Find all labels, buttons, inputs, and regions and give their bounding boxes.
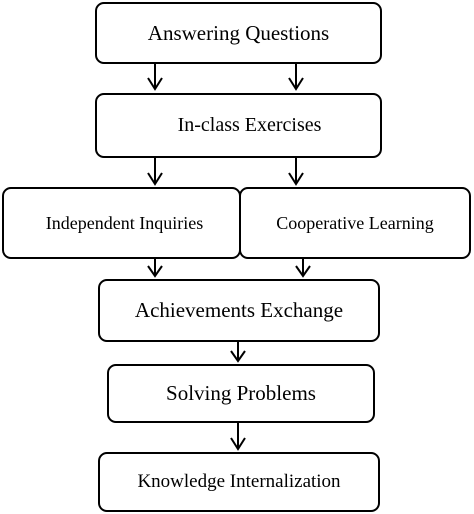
- arrow-inclass-to-cooperative: [288, 158, 304, 186]
- node-label: Cooperative Learning: [276, 212, 434, 233]
- arrow-achievements-to-solving: [230, 342, 246, 363]
- arrow-inclass-to-independent: [147, 158, 163, 186]
- arrow-answering-to-inclass-left: [147, 64, 163, 91]
- node-label: Solving Problems: [166, 381, 316, 405]
- arrow-cooperative-to-achievements: [295, 259, 311, 278]
- node-label: Achievements Exchange: [134, 298, 344, 322]
- node-achievements-exchange: Achievements Exchange: [98, 279, 380, 342]
- node-in-class-exercises: In-class Exercises: [95, 93, 382, 158]
- arrow-solving-to-knowledge: [230, 423, 246, 451]
- arrow-answering-to-inclass-right: [288, 64, 304, 91]
- node-cooperative-learning: Cooperative Learning: [239, 187, 471, 259]
- node-knowledge-internalization: Knowledge Internalization: [98, 452, 380, 512]
- arrow-independent-to-achievements: [147, 259, 163, 278]
- node-label: Answering Questions: [147, 20, 330, 45]
- node-solving-problems: Solving Problems: [107, 364, 375, 423]
- node-label: In-class Exercises: [177, 114, 322, 136]
- node-answering-questions: Answering Questions: [95, 2, 382, 64]
- node-independent-inquiries: Independent Inquiries: [2, 187, 241, 259]
- node-label: Independent Inquiries: [45, 212, 204, 233]
- node-label: Knowledge Internalization: [137, 471, 341, 492]
